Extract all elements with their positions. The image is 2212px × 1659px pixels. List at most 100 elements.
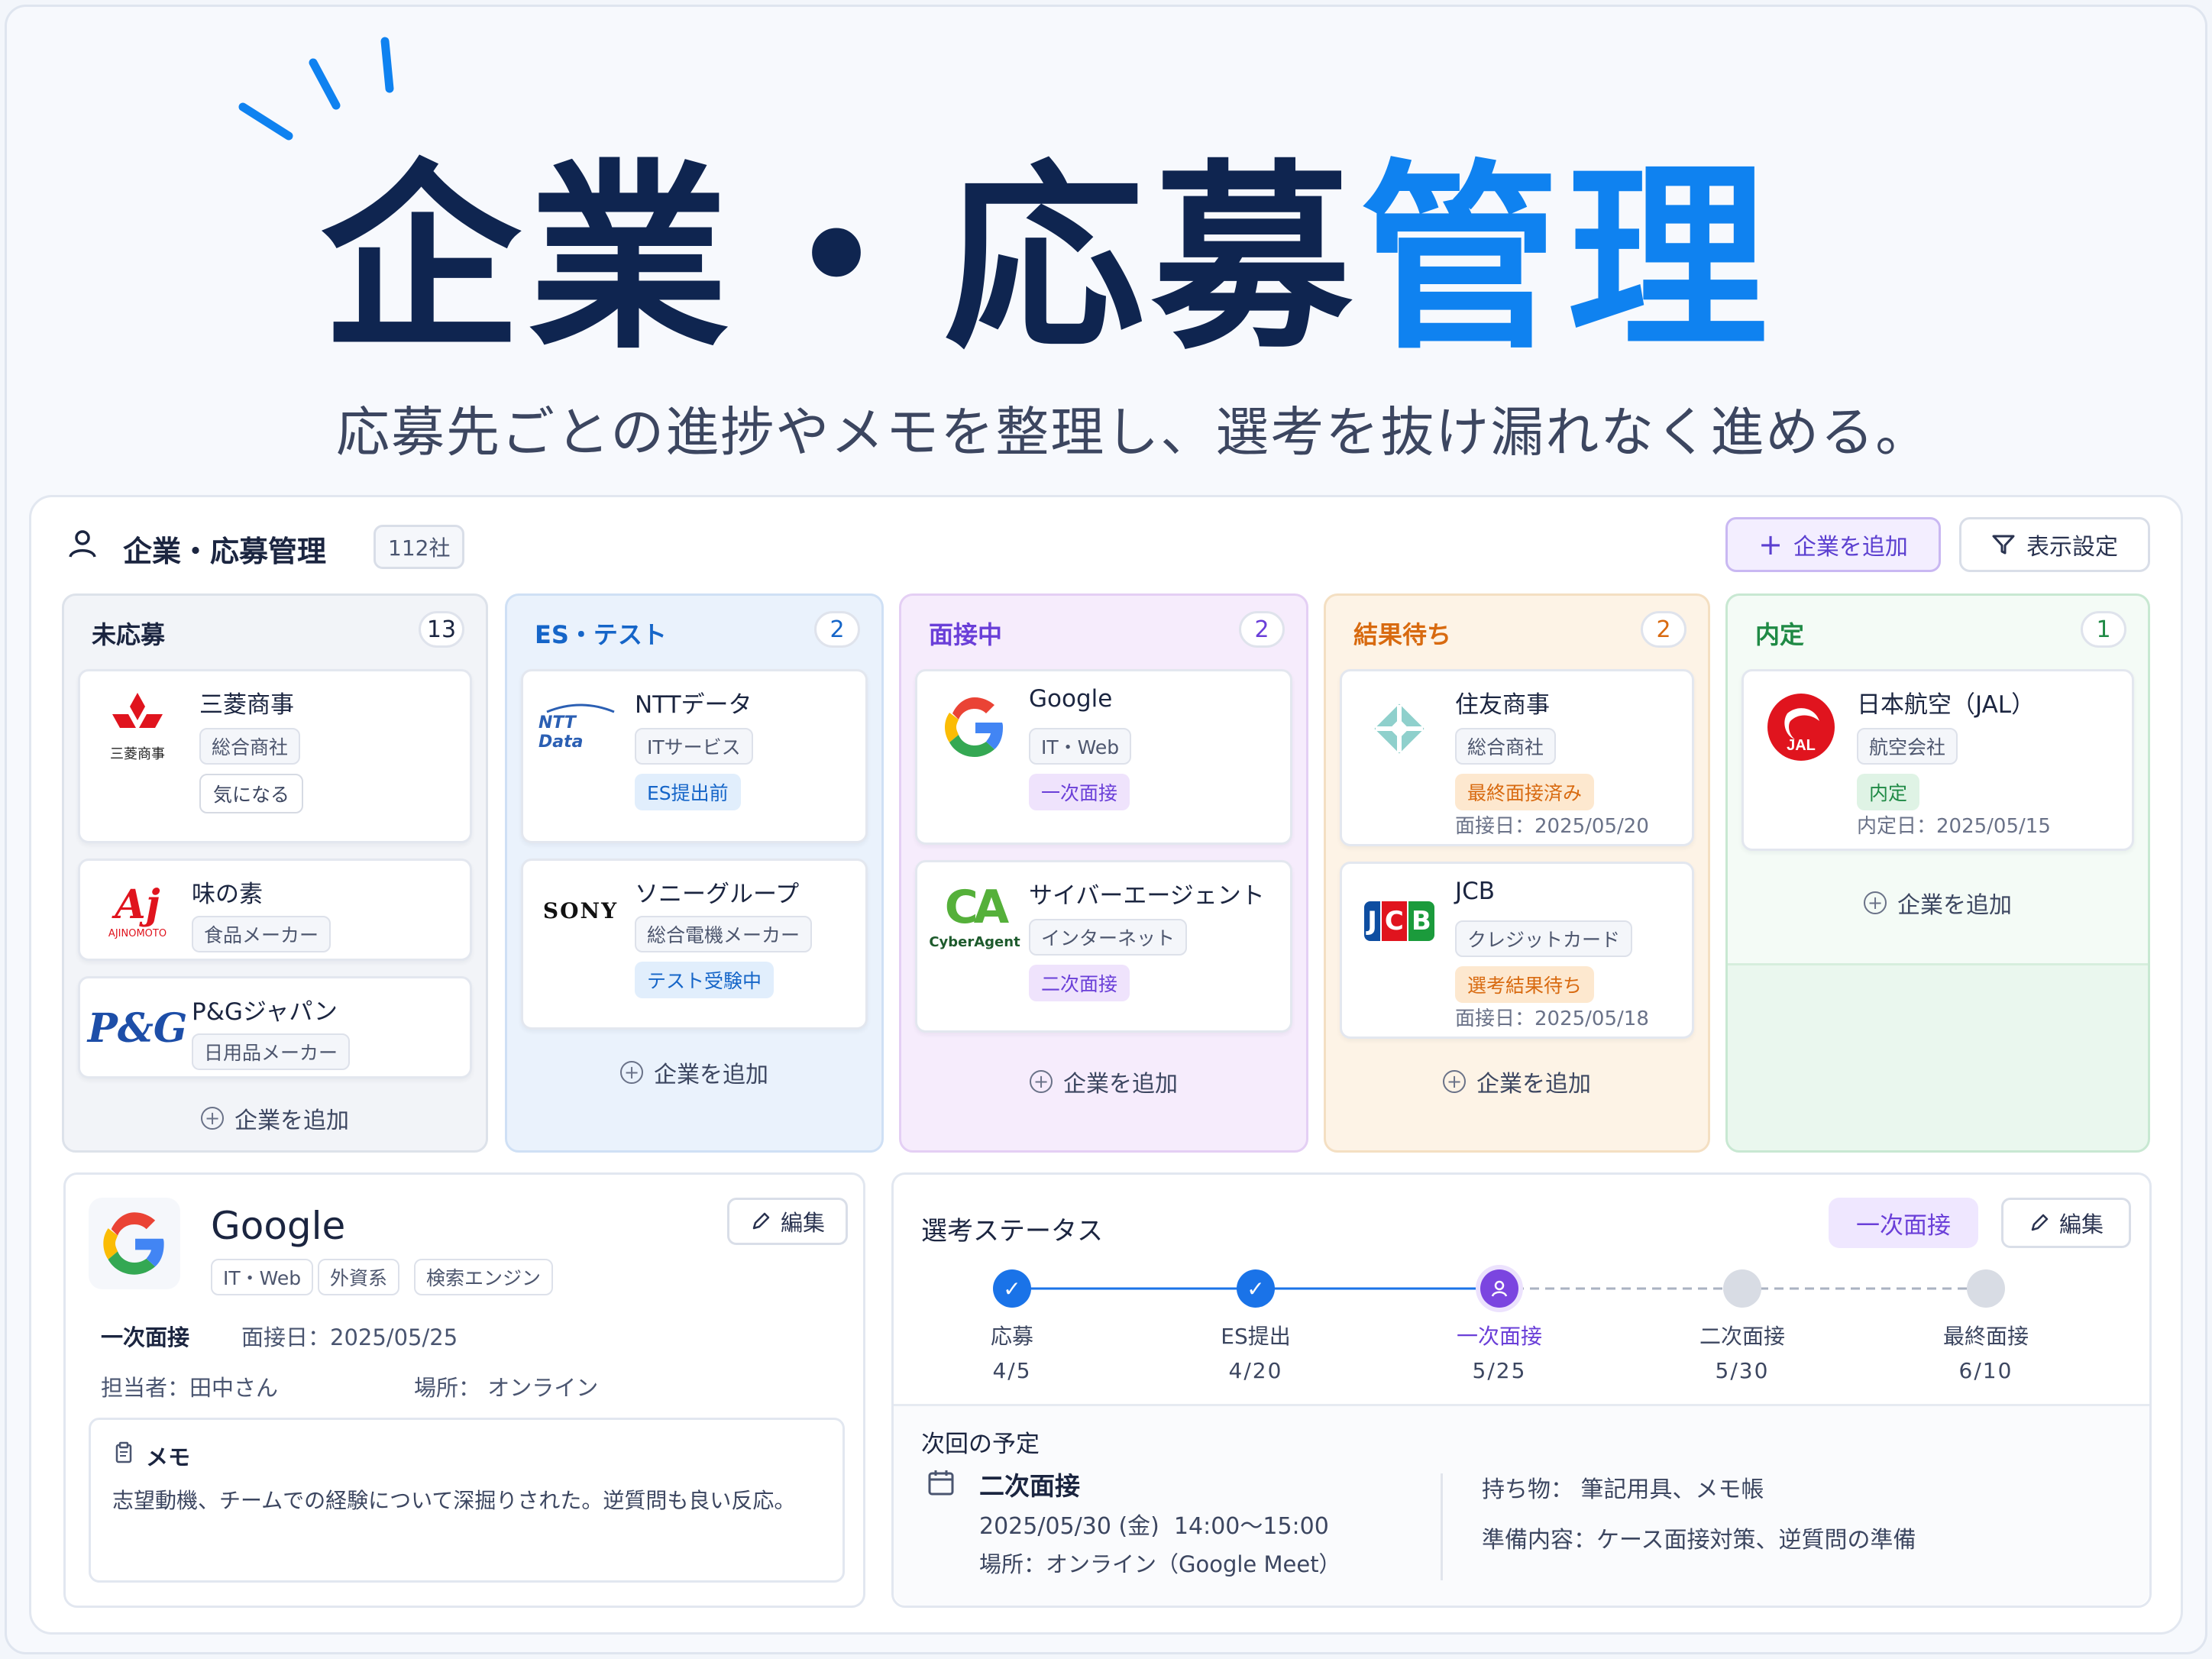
industry-tag: ITサービス [635,728,753,765]
company-name: 日本航空（JAL） [1857,691,2036,719]
add-company-link[interactable]: +企業を追加 [507,1056,881,1089]
company-name: 三菱商事 [199,691,294,719]
add-company-link[interactable]: +企業を追加 [1326,1065,1708,1098]
column-count: 2 [1641,611,1686,648]
pencil-icon [752,1212,770,1230]
sony-logo: SONY [542,897,619,923]
column-es-test: ES・テスト 2 NTT Data NTTデータ ITサービス ES提出前 SO… [505,593,884,1153]
industry-tag: 検索エンジン [414,1259,554,1295]
plus-icon: + [1758,528,1783,561]
interview-date: 面接日：2025/05/20 [1455,815,1649,838]
status-badge: 気になる [199,774,304,813]
add-company-label: 企業を追加 [1793,534,1908,561]
divider [1441,1473,1443,1580]
ajinomoto-logo: Aj AJINOMOTO [108,881,167,939]
company-count-badge: 112社 [374,525,465,569]
company-card[interactable]: P&G P&Gジャパン 日用品メーカー [78,976,472,1079]
status-badge: ES提出前 [635,774,741,810]
industry-tag: 総合商社 [1455,728,1557,765]
column-title: 結果待ち [1353,620,1452,649]
industry-tag: IT・Web [211,1259,314,1295]
edit-button[interactable]: 編集 [2001,1198,2131,1248]
status-badge: テスト受験中 [635,962,775,998]
panel-title: 選考ステータス [921,1216,1103,1247]
column-title: 未応募 [92,620,166,649]
plus-circle-icon: + [201,1107,224,1130]
status-badge: 選考結果待ち [1455,966,1595,1003]
column-count: 13 [419,611,464,648]
column-interviewing: 面接中 2 Google IT・Web 一次面接 CA CyberAgent サ [899,593,1308,1153]
industry-tag: クレジットカード [1455,920,1633,957]
memo-text: 志望動機、チームでの経験について深掘りされた。逆質問も良い反応。 [112,1488,796,1513]
company-card[interactable]: NTT Data NTTデータ ITサービス ES提出前 [521,669,868,843]
next-title: 次回の予定 [921,1431,1040,1458]
hero-title-dark: 企業・応募 [321,143,1360,376]
interview-date: 面接日：2025/05/18 [1455,1007,1649,1030]
google-logo [89,1198,180,1289]
mitsubishi-logo: 三菱商事 [95,685,179,769]
next-schedule: 次回の予定 二次面接 2025/05/30 (金) 14:00～15:00 場所… [894,1404,2149,1606]
nttdata-logo: NTT Data [538,685,623,769]
pencil-icon [2031,1214,2049,1231]
person-icon [69,530,96,558]
company-card[interactable]: J C B JCB クレジットカード 選考結果待ち 面接日：2025/05/18 [1340,862,1694,1039]
contact-person: 担当者：田中さん [101,1375,279,1401]
check-icon: ✓ [1237,1269,1275,1308]
view-settings-label: 表示設定 [2026,534,2118,561]
sparkle-decoration-icon [238,37,394,141]
svg-text:JAL: JAL [1787,737,1816,754]
edit-button[interactable]: 編集 [727,1198,848,1245]
status-badge: 内定 [1857,774,1920,810]
memo-title: メモ [146,1444,191,1470]
add-company-link[interactable]: +企業を追加 [901,1065,1306,1098]
company-card[interactable]: 住友商事 総合商社 最終面接済み 面接日：2025/05/20 [1340,669,1694,846]
company-name: JCB [1455,878,1496,905]
plus-circle-icon: + [620,1061,643,1084]
next-datetime: 2025/05/30 (金) 14:00～15:00 [979,1513,1329,1540]
column-awaiting-results: 結果待ち 2 住友商事 総合商社 最終面接済み 面接日：2025/05/20 J… [1324,593,1710,1153]
add-company-link[interactable]: +企業を追加 [1728,886,2148,920]
company-card[interactable]: Google IT・Web 一次面接 [915,669,1292,845]
pending-dot [1967,1269,2005,1308]
company-card[interactable]: CA CyberAgent サイバーエージェント インターネット 二次面接 [915,860,1292,1033]
industry-tag: 総合電機メーカー [635,916,813,952]
column-count: 2 [814,611,860,648]
company-name: 住友商事 [1455,691,1550,719]
filter-icon [1992,535,2015,555]
status-badge: 二次面接 [1029,965,1130,1001]
column-title: ES・テスト [535,620,667,649]
industry-tag: 日用品メーカー [192,1033,351,1070]
jal-logo: JAL [1759,685,1843,769]
company-detail-panel: Google IT・Web 外資系 検索エンジン 編集 一次面接 面接日：202… [63,1172,865,1608]
memo-box[interactable]: メモ 志望動機、チームでの経験について深掘りされた。逆質問も良い反応。 [89,1418,845,1583]
company-card[interactable]: Aj AJINOMOTO 味の素 食品メーカー [78,859,472,961]
company-name: ソニーグループ [635,881,800,908]
plus-circle-icon: + [1443,1070,1466,1093]
company-card[interactable]: SONY ソニーグループ 総合電機メーカー テスト受験中 [521,859,868,1030]
company-name: Google [1029,685,1113,713]
person-icon [1480,1269,1518,1308]
selection-status-panel: 選考ステータス 一次面接 編集 ✓ 応募 4/5 ✓ ES提出 4/20 一次面… [891,1172,2152,1608]
next-place: 場所：オンライン（Google Meet） [979,1551,1341,1577]
column-unapplied: 未応募 13 三菱商事 三菱商事 総合商社 気になる Aj AJINOMOTO … [62,593,488,1153]
view-settings-button[interactable]: 表示設定 [1959,517,2150,572]
clipboard-icon [115,1441,132,1463]
add-company-button[interactable]: + 企業を追加 [1725,517,1941,572]
next-prep: 準備内容：ケース面接対策、逆質問の準備 [1482,1527,1916,1554]
company-card[interactable]: JAL 日本航空（JAL） 航空会社 内定 内定日：2025/05/15 [1741,669,2134,851]
company-name: 味の素 [192,881,263,908]
jcb-logo: J C B [1357,879,1441,963]
app-window: 企業・応募管理 112社 + 企業を追加 表示設定 未応募 13 三菱商事 三菱… [29,495,2183,1635]
industry-tag: インターネット [1029,919,1188,956]
status-badge: 最終面接済み [1455,774,1595,810]
next-items: 持ち物： 筆記用具、メモ帳 [1482,1476,1764,1503]
column-offer: 内定 1 JAL 日本航空（JAL） 航空会社 内定 内定日：2025/05/1… [1725,593,2150,1153]
company-card[interactable]: 三菱商事 三菱商事 総合商社 気になる [78,669,472,843]
industry-tag: 航空会社 [1857,728,1958,765]
add-company-link[interactable]: +企業を追加 [64,1101,486,1135]
industry-tag: 外資系 [318,1259,400,1295]
app-title: 企業・応募管理 [123,535,327,568]
column-title: 面接中 [929,620,1003,649]
next-event: 二次面接 [979,1471,1080,1501]
check-icon: ✓ [993,1269,1031,1308]
